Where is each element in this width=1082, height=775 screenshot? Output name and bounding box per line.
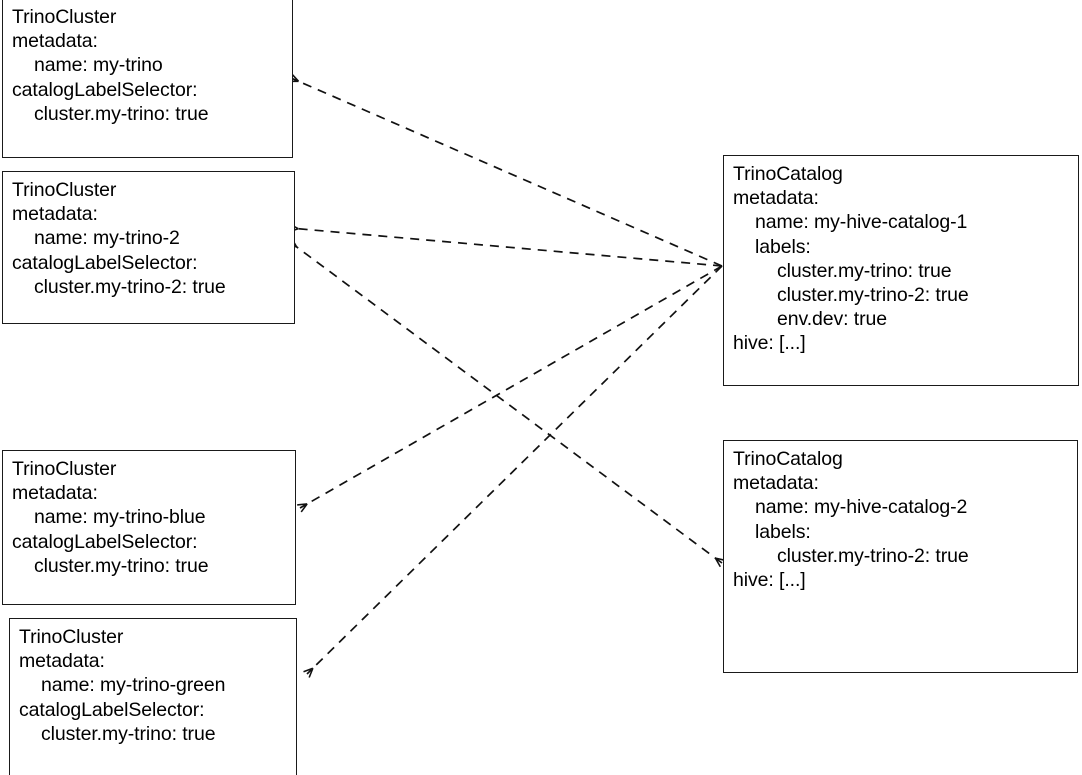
node-line-connector: hive: [...]	[733, 332, 806, 355]
node-line-kind: TrinoCluster	[12, 6, 117, 28]
node-line-metadata: metadata:	[12, 30, 98, 53]
node-line-kind: TrinoCluster	[19, 626, 124, 648]
node-line-name: name: my-trino-blue	[34, 506, 206, 529]
node-line-name: name: my-hive-catalog-1	[755, 211, 968, 234]
node-line-selector-label: cluster.my-trino: true	[41, 722, 216, 745]
node-trinocluster-my-trino-2[interactable]: TrinoCluster metadata: name: my-trino-2 …	[2, 171, 295, 324]
node-line-cataloglabelselector: catalogLabelSelector:	[19, 698, 205, 721]
node-line-kind: TrinoCluster	[12, 179, 117, 201]
node-trinocluster-my-trino[interactable]: TrinoCluster metadata: name: my-trino ca…	[2, 0, 293, 158]
node-line-selector-label: cluster.my-trino-2: true	[34, 275, 226, 298]
node-line-labels: labels:	[755, 235, 811, 258]
node-line-metadata: metadata:	[733, 187, 819, 210]
node-line-kind: TrinoCatalog	[733, 448, 843, 470]
node-trinocluster-my-trino-blue[interactable]: TrinoCluster metadata: name: my-trino-bl…	[2, 450, 296, 605]
node-line-label-1: cluster.my-trino-2: true	[777, 544, 969, 567]
node-line-labels: labels:	[755, 520, 811, 543]
node-line-cataloglabelselector: catalogLabelSelector:	[12, 530, 198, 553]
node-line-selector-label: cluster.my-trino: true	[34, 554, 209, 577]
node-line-connector: hive: [...]	[733, 569, 806, 592]
node-line-kind: TrinoCluster	[12, 458, 117, 480]
edge-catalog1-to-my-trino	[288, 73, 723, 267]
edge-catalog1-to-my-trino-2	[288, 223, 723, 267]
node-line-name: name: my-trino	[34, 54, 163, 77]
edge-catalog1-to-my-trino-green	[303, 265, 723, 678]
node-line-label-2: cluster.my-trino-2: true	[777, 284, 969, 307]
node-trinocluster-my-trino-green[interactable]: TrinoCluster metadata: name: my-trino-gr…	[9, 618, 297, 775]
node-line-kind: TrinoCatalog	[733, 163, 843, 185]
edge-catalog2-to-my-trino-2	[286, 237, 726, 568]
node-trinocatalog-my-hive-catalog-1[interactable]: TrinoCatalog metadata: name: my-hive-cat…	[723, 155, 1079, 386]
node-line-metadata: metadata:	[19, 650, 105, 673]
node-line-name: name: my-hive-catalog-2	[755, 496, 968, 519]
node-line-cataloglabelselector: catalogLabelSelector:	[12, 78, 198, 101]
node-line-cataloglabelselector: catalogLabelSelector:	[12, 251, 198, 274]
node-line-label-3: env.dev: true	[777, 308, 887, 331]
node-line-metadata: metadata:	[733, 472, 819, 495]
node-line-metadata: metadata:	[12, 482, 98, 505]
node-trinocatalog-my-hive-catalog-2[interactable]: TrinoCatalog metadata: name: my-hive-cat…	[723, 440, 1078, 673]
node-line-selector-label: cluster.my-trino: true	[34, 102, 209, 125]
edge-catalog1-to-my-trino-blue	[297, 265, 723, 513]
node-line-label-1: cluster.my-trino: true	[777, 259, 952, 282]
node-line-name: name: my-trino-2	[34, 227, 180, 250]
node-line-metadata: metadata:	[12, 203, 98, 226]
node-line-name: name: my-trino-green	[41, 674, 226, 697]
